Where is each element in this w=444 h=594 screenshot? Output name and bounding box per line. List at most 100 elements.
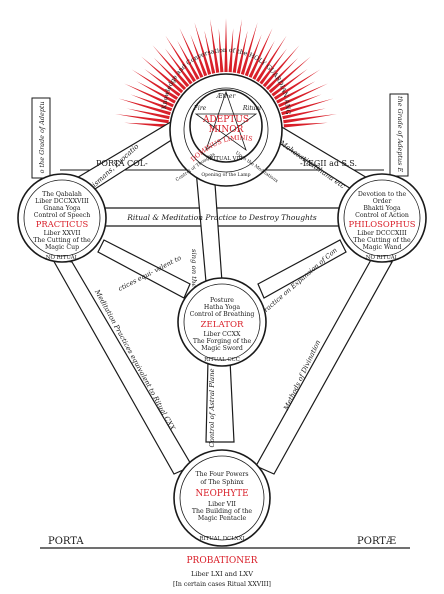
adeptus-right-word: Ritual (242, 105, 261, 112)
crown-ray (153, 57, 187, 91)
porta-right-label: PORTÆ (357, 536, 396, 547)
practicus-line-3: Gnana Yoga (43, 205, 80, 212)
practicus-line-4: Control of Speech (34, 212, 91, 219)
crown-ray (248, 28, 273, 78)
probationer-certain-cases: [In certain cases Ritual XXVIII] (173, 581, 271, 588)
philosophus-line-1: Devotion to the (358, 191, 407, 198)
philosophus-grade: PHILOSOPHUS (348, 219, 415, 229)
adeptus-grade-line2: MINOR (209, 125, 244, 135)
radiant-crown (115, 18, 337, 128)
philosophus-line-7: Magic Wand (363, 244, 402, 251)
crown-ray (194, 22, 212, 75)
probationer-label: PROBATIONER (187, 556, 258, 566)
zelator-ritual: RITUAL CCC (204, 357, 240, 363)
node-philosophus: Devotion to the Order Bhakti Yoga Contro… (337, 173, 427, 263)
crown-ray (177, 40, 200, 80)
neophyte-line-5: Magic Pentacle (198, 515, 247, 522)
neophyte-line-1: The Four Powers (195, 471, 248, 478)
zelator-line-2: Hatha Yoga (204, 304, 240, 311)
porta-left-label: PORTA (48, 536, 84, 547)
crown-ray (190, 34, 208, 77)
zelator-line-1: Posture (210, 297, 234, 304)
crown-ray (252, 40, 275, 80)
crown-ray (141, 56, 184, 94)
path-label-rising-planes: Rising on the Planes (0, 0, 198, 305)
crown-ray (268, 56, 311, 94)
crown-ray (265, 57, 299, 91)
philosophus-line-4: Control of Action (355, 212, 409, 219)
crown-ray (210, 19, 220, 73)
neophyte-line-3: Liber VII (208, 501, 237, 508)
porta-collegii-label-left: PORTA COL- (96, 159, 148, 168)
practicus-grade: PRACTICUS (36, 219, 89, 229)
crown-ray (115, 114, 169, 124)
crown-ray (281, 98, 334, 116)
adeptus-left-word: Fire (193, 105, 207, 112)
crown-ray (271, 68, 308, 97)
practicus-line-7: Magic Cup (45, 244, 79, 251)
crown-ray (259, 48, 288, 85)
practicus-ritual: NO RITUAL (46, 255, 79, 261)
adeptus-grade-line1: ADEPTUS (202, 115, 249, 125)
crown-ray (282, 108, 326, 120)
adeptus-top-word: Æther (216, 93, 237, 100)
crown-ray (276, 81, 316, 104)
node-zelator: Posture Hatha Yoga Control of Breathing … (177, 277, 267, 367)
node-neophyte: The Four Powers of The Sphinx NEOPHYTE L… (173, 449, 271, 547)
practicus-line-1: The Qabalah (42, 191, 82, 198)
crown-ray (283, 122, 328, 128)
dominus-sub: Opening of the Lamp (201, 172, 250, 178)
philosophus-ritual: NO RITUAL (366, 255, 399, 261)
crown-ray (228, 28, 234, 73)
zelator-line-3: Control of Breathing (190, 311, 255, 318)
crown-ray (283, 114, 337, 124)
crown-ray (165, 35, 197, 83)
side-box-left: Leads to the Grade of Adeptus Major (0, 0, 51, 179)
zelator-line-6: Magic Sword (201, 345, 243, 352)
crown-ray (131, 69, 179, 101)
crown-ray (136, 81, 176, 104)
practicus-line-2: Liber DCCXXVIII (35, 198, 89, 205)
philosophus-line-5: Liber DCCCXIII (357, 230, 407, 237)
crown-ray (124, 83, 174, 108)
path-label-ritual-meditation: Ritual & Meditation Practice to Destroy … (126, 213, 317, 222)
philosophus-line-2: Order (373, 198, 392, 205)
probationer-liber: Liber LXI and LXV (191, 570, 253, 578)
crown-ray (152, 45, 190, 88)
crown-ray (204, 30, 216, 74)
crown-ray (240, 22, 258, 75)
crown-ray (126, 108, 170, 120)
crown-ray (124, 122, 169, 128)
paths (50, 119, 393, 475)
node-practicus: The Qabalah Liber DCCXXVIII Gnana Yoga C… (17, 173, 107, 263)
crown-ray (130, 94, 173, 112)
philosophus-line-6: The Cutting of the (353, 237, 411, 244)
crown-ray (164, 48, 193, 85)
philosophus-line-3: Bhakti Yoga (363, 205, 401, 212)
path-label-talismans: Talismans, Evocations (0, 0, 140, 190)
crown-ray (218, 28, 224, 73)
crown-ray (118, 98, 171, 116)
path-label-astral-plane: Control of Astral Plane (208, 369, 216, 448)
crown-ray (262, 45, 300, 88)
crown-ray (144, 68, 181, 97)
adeptus-ritual: RITUAL VIII (209, 156, 243, 162)
pentagram-icon (194, 90, 258, 152)
zelator-line-4: Liber CCXX (204, 331, 242, 338)
crown-ray (179, 28, 204, 78)
crown-ray (232, 19, 242, 73)
practicus-line-6: The Cutting of the (33, 237, 91, 244)
neophyte-grade: NEOPHYTE (195, 489, 248, 499)
crown-ray (244, 34, 262, 77)
svg-text:Leads to the Grade of Adeptus: Leads to the Grade of Adeptus Major (0, 0, 46, 173)
neophyte-line-4: The Building of the (192, 508, 253, 515)
zelator-grade: ZELATOR (201, 320, 244, 330)
zelator-line-5: The Forging of the (193, 338, 252, 345)
crown-ray (279, 94, 322, 112)
crown-ray (236, 30, 248, 74)
crown-ray (224, 18, 228, 73)
neophyte-ritual: RITUAL DCLXXI (199, 536, 244, 542)
crown-ray (255, 35, 287, 83)
path-label-meditation-cxx: Meditation Practices equivalent to Ritua… (92, 287, 177, 432)
